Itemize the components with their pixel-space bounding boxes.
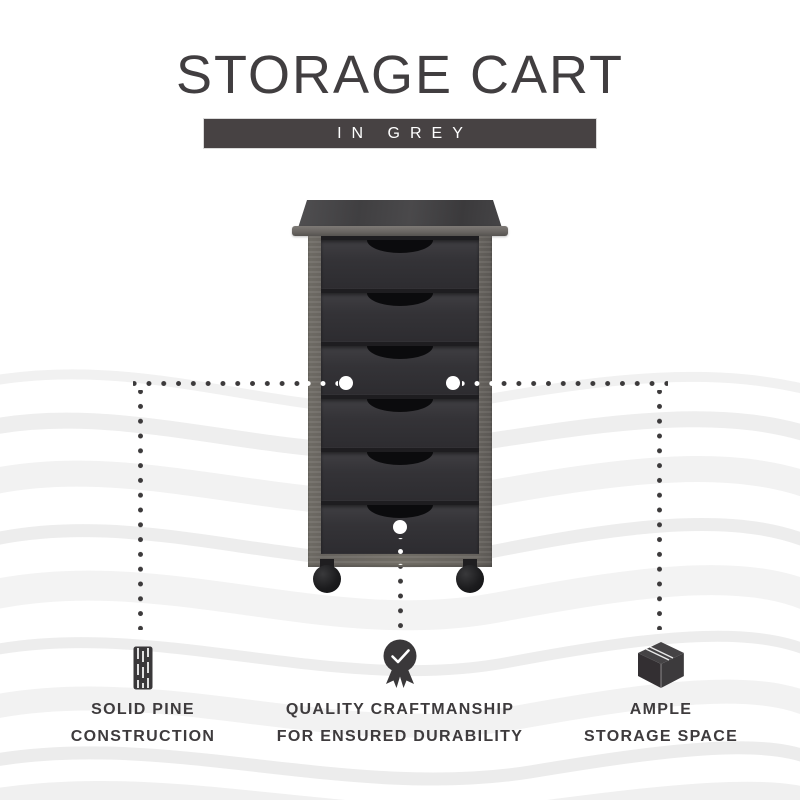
feature-text-line1: AMPLE <box>629 701 693 718</box>
cart-top-surface <box>298 200 502 228</box>
marker-dots-right <box>462 376 492 391</box>
drawer-4 <box>321 395 479 448</box>
storage-cart-image <box>292 199 508 599</box>
drawer-5 <box>321 448 479 501</box>
callout-line-vertical-middle <box>393 563 408 629</box>
drawer-1 <box>321 236 479 289</box>
page-title: STORAGE CART <box>175 45 625 105</box>
caster-wheel-right <box>456 565 484 593</box>
quality-badge-check-icon <box>270 634 530 690</box>
callout-line-vertical-left <box>133 390 148 630</box>
feature-ample-storage: AMPLE STORAGE SPACE <box>531 634 791 750</box>
feature-quality-craftmanship: QUALITY CRAFTMANSHIP FOR ENSURED DURABIL… <box>270 634 530 750</box>
drawer-stack <box>321 236 479 554</box>
drawer-handle-notch <box>367 346 433 359</box>
marker-dots-left <box>308 376 338 391</box>
drawer-handle-notch <box>367 452 433 465</box>
subtitle-text: IN GREY <box>337 124 473 142</box>
feature-text-line1: QUALITY CRAFTMANSHIP <box>285 701 515 718</box>
marker-dots-bottom <box>393 538 408 565</box>
feature-text-line1: SOLID PINE <box>91 701 195 718</box>
feature-text-line2: CONSTRUCTION <box>70 728 216 745</box>
marker-circle-right <box>446 376 460 390</box>
drawer-handle-notch <box>367 293 433 306</box>
drawer-handle-notch <box>367 505 433 518</box>
drawer-handle-notch <box>367 399 433 412</box>
caster-plate <box>320 559 334 568</box>
storage-box-icon <box>531 634 791 690</box>
caster-wheel-left <box>313 565 341 593</box>
marker-circle-bottom <box>393 520 407 534</box>
feature-text-line2: STORAGE SPACE <box>583 728 739 745</box>
caster-plate <box>463 559 477 568</box>
cart-top-edge <box>292 226 508 236</box>
callout-line-vertical-right <box>652 390 667 630</box>
cart-frame <box>308 236 492 567</box>
drawer-face <box>321 452 479 501</box>
marker-circle-left <box>339 376 353 390</box>
drawer-face <box>321 399 479 448</box>
subtitle-bar: IN GREY <box>203 118 597 149</box>
drawer-face <box>321 240 479 289</box>
drawer-face <box>321 293 479 342</box>
feature-text-line2: FOR ENSURED DURABILITY <box>276 728 524 745</box>
drawer-2 <box>321 289 479 342</box>
feature-solid-pine: SOLID PINE CONSTRUCTION <box>13 634 273 750</box>
pine-wood-plank-icon <box>13 634 273 690</box>
drawer-handle-notch <box>367 240 433 253</box>
